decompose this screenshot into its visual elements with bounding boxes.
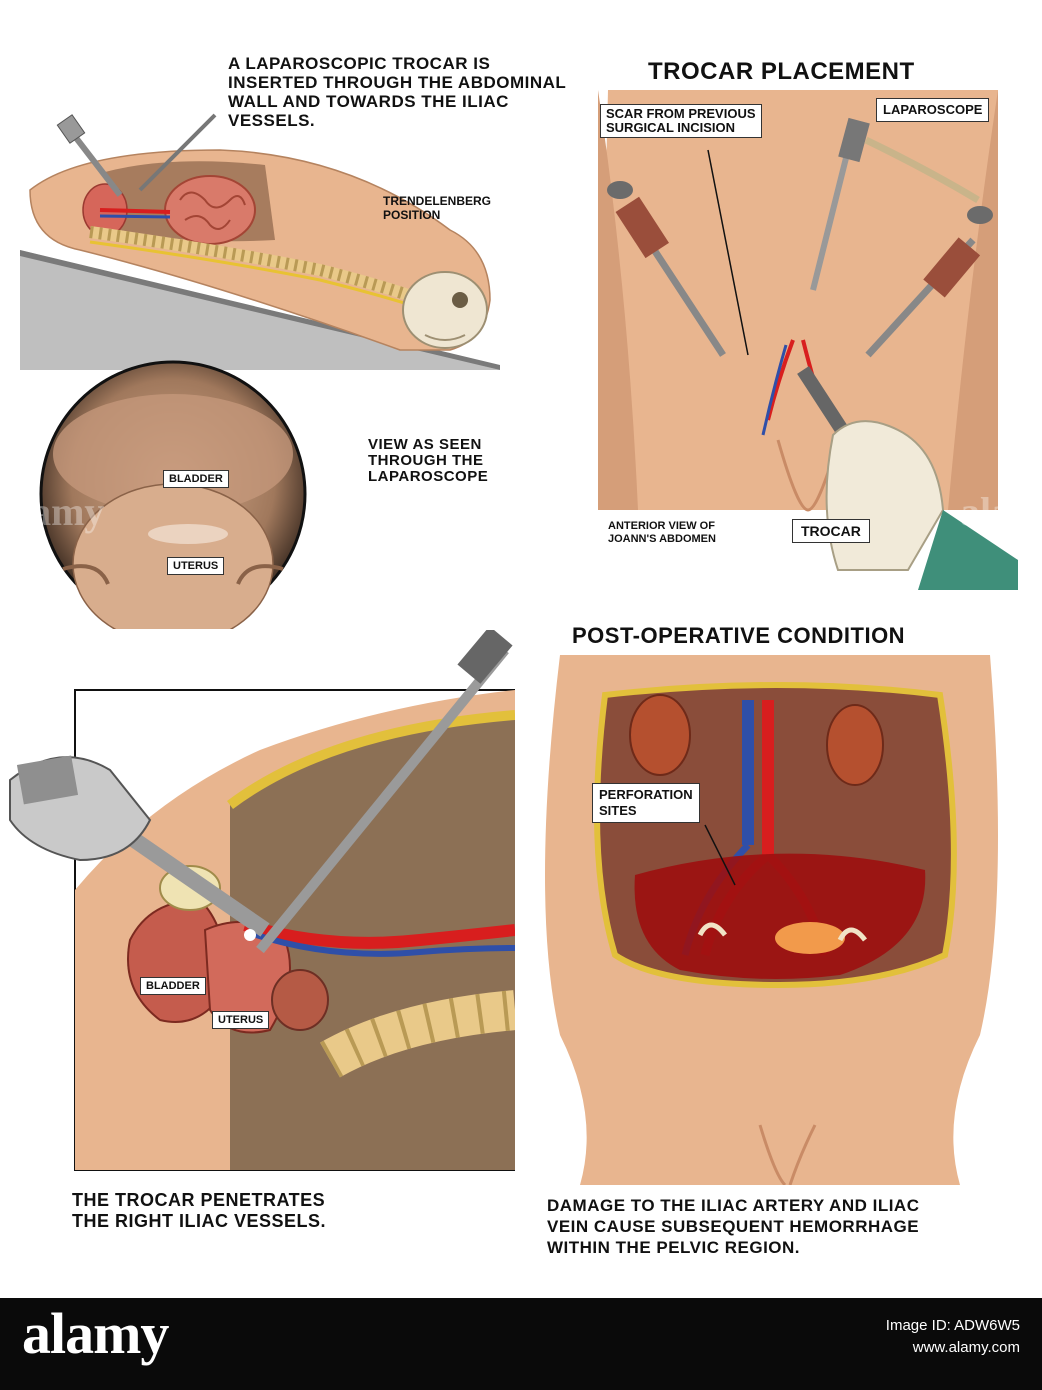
scope-bladder-label: BLADDER — [163, 470, 229, 488]
sacrum — [320, 990, 515, 1078]
scope-caption-line2: THROUGH THE — [368, 452, 484, 469]
anterior-abdomen-illustration — [598, 90, 1018, 590]
left-kidney — [629, 694, 691, 776]
scar-label: SCAR FROM PREVIOUS SURGICAL INCISION — [600, 104, 762, 138]
trocar-shaft — [115, 823, 270, 937]
watermark-left: alamy — [0, 489, 105, 534]
section-uterus-label: UTERUS — [212, 1011, 270, 1029]
scope-view-caption: VIEW AS SEEN THROUGH THE LAPAROSCOPE — [368, 437, 488, 485]
patient-position-caption: A LAPAROSCOPIC TROCAR IS INSERTED THROUG… — [228, 54, 566, 130]
laparoscope-view-illustration — [39, 360, 307, 629]
post-op-caption-line3: WITHIN THE PELVIC REGION. — [547, 1238, 801, 1257]
stock-info: Image ID: ADW6W5 www.alamy.com — [886, 1315, 1020, 1359]
perforation-label-line1: PERFORATION — [599, 787, 693, 802]
cross-section-caption-line1: THE TROCAR PENETRATES — [72, 1190, 326, 1210]
abdomen-skin — [598, 90, 998, 510]
perforation-pointer-line — [704, 824, 736, 886]
cross-section-illustration — [9, 630, 515, 1171]
iliac-vein-section — [249, 930, 515, 957]
iliac-artery-surface — [766, 339, 795, 421]
patient-position-illustration — [20, 113, 500, 370]
cross-section-caption-line2: THE RIGHT ILIAC VESSELS. — [72, 1211, 327, 1231]
perforation-label-line2: SITES — [599, 803, 637, 818]
laparoscope-instrument — [138, 113, 217, 192]
scar-label-line2: SURGICAL INCISION — [606, 120, 736, 135]
image-id: Image ID: ADW6W5 — [885, 1317, 1020, 1334]
scope-caption-line1: VIEW AS SEEN — [368, 436, 482, 453]
trocar-placement-title: TROCAR PLACEMENT — [648, 58, 915, 85]
iliac-vein-surface — [761, 344, 788, 436]
anterior-view-label: ANTERIOR VIEW OF JOANN'S ABDOMEN — [608, 520, 716, 546]
anterior-view-line1: ANTERIOR VIEW OF — [608, 520, 715, 532]
bladder-dome — [53, 394, 293, 514]
footer-bar — [0, 1298, 1042, 1390]
iliac-artery-section — [243, 919, 515, 949]
intestines — [164, 175, 256, 245]
post-op-caption-line1: DAMAGE TO THE ILIAC ARTERY AND ILIAC — [547, 1196, 920, 1215]
position-label: TRENDELENBERG POSITION — [383, 194, 491, 222]
laparoscope-long — [256, 646, 509, 954]
anterior-view-line2: JOANN'S ABDOMEN — [608, 533, 716, 545]
position-label-line1: TRENDELENBERG — [383, 194, 492, 208]
scope-caption-line3: LAPAROSCOPE — [368, 468, 489, 485]
post-op-caption-line2: VEIN CAUSE SUBSEQUENT HEMORRHAGE — [547, 1217, 920, 1236]
watermark-right: alamy — [960, 489, 1042, 534]
perforation-label: PERFORATION SITES — [592, 783, 700, 823]
section-bladder-label: BLADDER — [140, 977, 206, 995]
scope-uterus-label: UTERUS — [167, 557, 225, 575]
alamy-logo: alamy — [22, 1301, 169, 1366]
position-label-line2: POSITION — [383, 208, 441, 222]
hemorrhage-pool — [634, 853, 926, 979]
post-operative-title: POST-OPERATIVE CONDITION — [572, 623, 906, 648]
right-kidney — [826, 704, 884, 786]
post-operative-caption: DAMAGE TO THE ILIAC ARTERY AND ILIAC VEI… — [547, 1195, 920, 1258]
trocar-label: TROCAR — [792, 519, 870, 543]
scar-pointer-line — [707, 149, 749, 356]
cross-section-caption: THE TROCAR PENETRATES THE RIGHT ILIAC VE… — [72, 1190, 326, 1232]
laparoscope-label: LAPAROSCOPE — [876, 98, 990, 122]
scar-label-line1: SCAR FROM PREVIOUS — [606, 106, 756, 121]
post-operative-illustration — [545, 655, 998, 1185]
trocar-instrument — [67, 128, 123, 197]
site-url[interactable]: www.alamy.com — [912, 1339, 1020, 1356]
skull — [402, 271, 488, 349]
